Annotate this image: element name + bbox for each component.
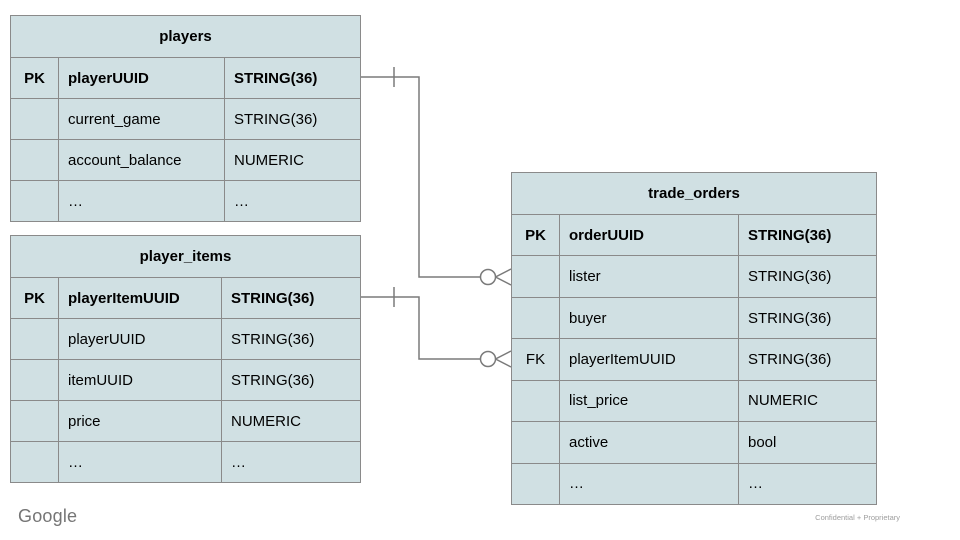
relationship-line <box>361 76 481 278</box>
table-title: trade_orders <box>512 173 876 215</box>
field-name-cell: playerItemUUID <box>559 339 738 380</box>
row-key-cell <box>512 464 559 504</box>
row-key-cell <box>512 298 559 338</box>
row-key-cell: FK <box>525 350 546 368</box>
row-key-cell: PK <box>24 69 45 87</box>
field-type-cell: bool <box>738 422 876 463</box>
field-type-cell: … <box>738 463 876 504</box>
field-name-cell: current_game <box>58 99 224 139</box>
row-key-cell <box>11 442 58 482</box>
row-key-cell <box>11 401 58 441</box>
relationship-players-trade-orders <box>361 67 512 286</box>
field-type-cell: … <box>221 442 360 482</box>
field-name-cell: active <box>559 422 738 463</box>
row-key-cell <box>11 319 58 359</box>
table-row: …… <box>11 181 360 221</box>
field-type-cell: … <box>224 181 360 221</box>
row-key-cell <box>512 381 559 421</box>
field-name-cell: itemUUID <box>58 360 221 400</box>
field-type-cell: STRING(36) <box>221 360 360 400</box>
row-key-cell <box>512 422 559 462</box>
field-type-cell: STRING(36) <box>224 58 360 98</box>
table-title: players <box>11 16 360 58</box>
row-key-cell <box>512 256 559 296</box>
cardinality-zero-circle <box>479 350 497 368</box>
field-name-cell: orderUUID <box>559 215 738 256</box>
row-key-cell <box>11 140 58 180</box>
field-name-cell: … <box>58 442 221 482</box>
field-type-cell: NUMERIC <box>221 401 360 441</box>
field-type-cell: STRING(36) <box>221 278 360 318</box>
field-type-cell: STRING(36) <box>738 297 876 339</box>
field-name-cell: playerUUID <box>58 319 221 359</box>
row-key-cell <box>11 181 58 221</box>
cardinality-zero-circle <box>479 268 497 286</box>
field-type-cell: STRING(36) <box>221 319 360 359</box>
row-key-cell <box>11 360 58 400</box>
row-key-cell: PK <box>525 226 546 244</box>
google-logo: Google <box>18 506 78 526</box>
field-type-cell: NUMERIC <box>224 140 360 180</box>
field-name-cell: … <box>559 463 738 504</box>
relationship-line <box>361 296 481 360</box>
cardinality-many-crowfoot <box>495 350 512 368</box>
table-row: …… <box>11 442 360 482</box>
field-type-cell: STRING(36) <box>738 339 876 380</box>
field-name-cell: price <box>58 401 221 441</box>
field-name-cell: lister <box>559 256 738 297</box>
field-name-cell: … <box>58 181 224 221</box>
field-name-cell: account_balance <box>58 140 224 180</box>
confidential-note: Confidential + Proprietary <box>815 513 900 522</box>
field-type-cell: STRING(36) <box>738 215 876 256</box>
field-type-cell: STRING(36) <box>224 99 360 139</box>
relationship-player-items-trade-orders <box>361 287 512 368</box>
field-type-cell: STRING(36) <box>738 256 876 297</box>
table-row: …… <box>512 463 876 504</box>
field-name-cell: playerItemUUID <box>58 278 221 318</box>
row-key-cell: PK <box>24 289 45 307</box>
field-name-cell: playerUUID <box>58 58 224 98</box>
table-title: player_items <box>11 236 360 278</box>
field-name-cell: list_price <box>559 380 738 422</box>
field-type-cell: NUMERIC <box>738 380 876 422</box>
cardinality-many-crowfoot <box>495 268 512 286</box>
row-key-cell <box>11 99 58 139</box>
field-name-cell: buyer <box>559 297 738 339</box>
